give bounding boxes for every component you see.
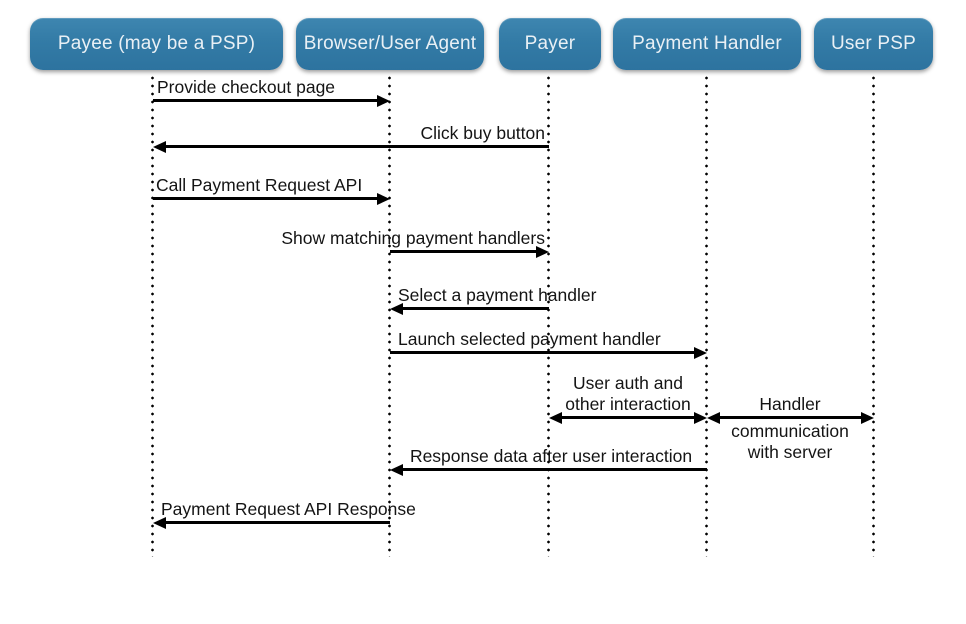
arrowhead-right-icon — [861, 412, 874, 424]
message-label: Payment Request API Response — [161, 499, 416, 519]
lifeline-payer — [547, 74, 550, 557]
arrowhead-right-icon — [377, 95, 390, 107]
message-label: Show matching payment handlers — [281, 228, 545, 248]
message-line — [718, 416, 863, 419]
message-label: Launch selected payment handler — [398, 329, 661, 349]
arrowhead-right-icon — [377, 193, 390, 205]
message-line — [164, 521, 390, 524]
message-label: Response data after user interaction — [409, 446, 693, 466]
arrowhead-left-icon — [153, 141, 166, 153]
arrowhead-left-icon — [390, 464, 403, 476]
message-line — [153, 197, 379, 200]
message-label: Click buy button — [420, 123, 545, 143]
message-label: communication with server — [731, 421, 849, 462]
message-line — [390, 351, 696, 354]
actor-box-payer: Payer — [499, 18, 601, 70]
message-line — [390, 250, 538, 253]
lifeline-browser-user-agent — [388, 74, 391, 557]
actor-box-browser-user-agent: Browser/User Agent — [296, 18, 484, 70]
actor-label: User PSP — [830, 33, 916, 54]
arrowhead-right-icon — [536, 246, 549, 258]
message-line — [164, 145, 549, 148]
lifeline-payment-handler — [705, 74, 708, 557]
actor-label: Payee (may be a PSP) — [57, 33, 256, 54]
arrowhead-right-icon — [694, 412, 707, 424]
actor-box-user-psp: User PSP — [814, 18, 933, 70]
arrowhead-right-icon — [694, 347, 707, 359]
message-label: Provide checkout page — [157, 77, 336, 97]
message-line — [401, 307, 549, 310]
actor-label: Payer — [524, 33, 576, 54]
message-label: User auth and other interaction — [565, 373, 691, 414]
actor-label: Payment Handler — [632, 33, 782, 54]
message-label: Call Payment Request API — [156, 175, 363, 195]
message-line — [153, 99, 379, 102]
arrowhead-left-icon — [707, 412, 720, 424]
message-line — [401, 468, 707, 471]
arrowhead-left-icon — [549, 412, 562, 424]
arrowhead-left-icon — [390, 303, 403, 315]
message-line — [560, 416, 696, 419]
actor-box-payment-handler: Payment Handler — [613, 18, 801, 70]
message-label: Select a payment handler — [398, 285, 597, 305]
message-label: Handler — [759, 394, 821, 414]
actor-box-payee: Payee (may be a PSP) — [30, 18, 283, 70]
lifeline-payee — [151, 74, 154, 557]
actor-label: Browser/User Agent — [303, 33, 477, 54]
arrowhead-left-icon — [153, 517, 166, 529]
lifeline-user-psp — [872, 74, 875, 557]
